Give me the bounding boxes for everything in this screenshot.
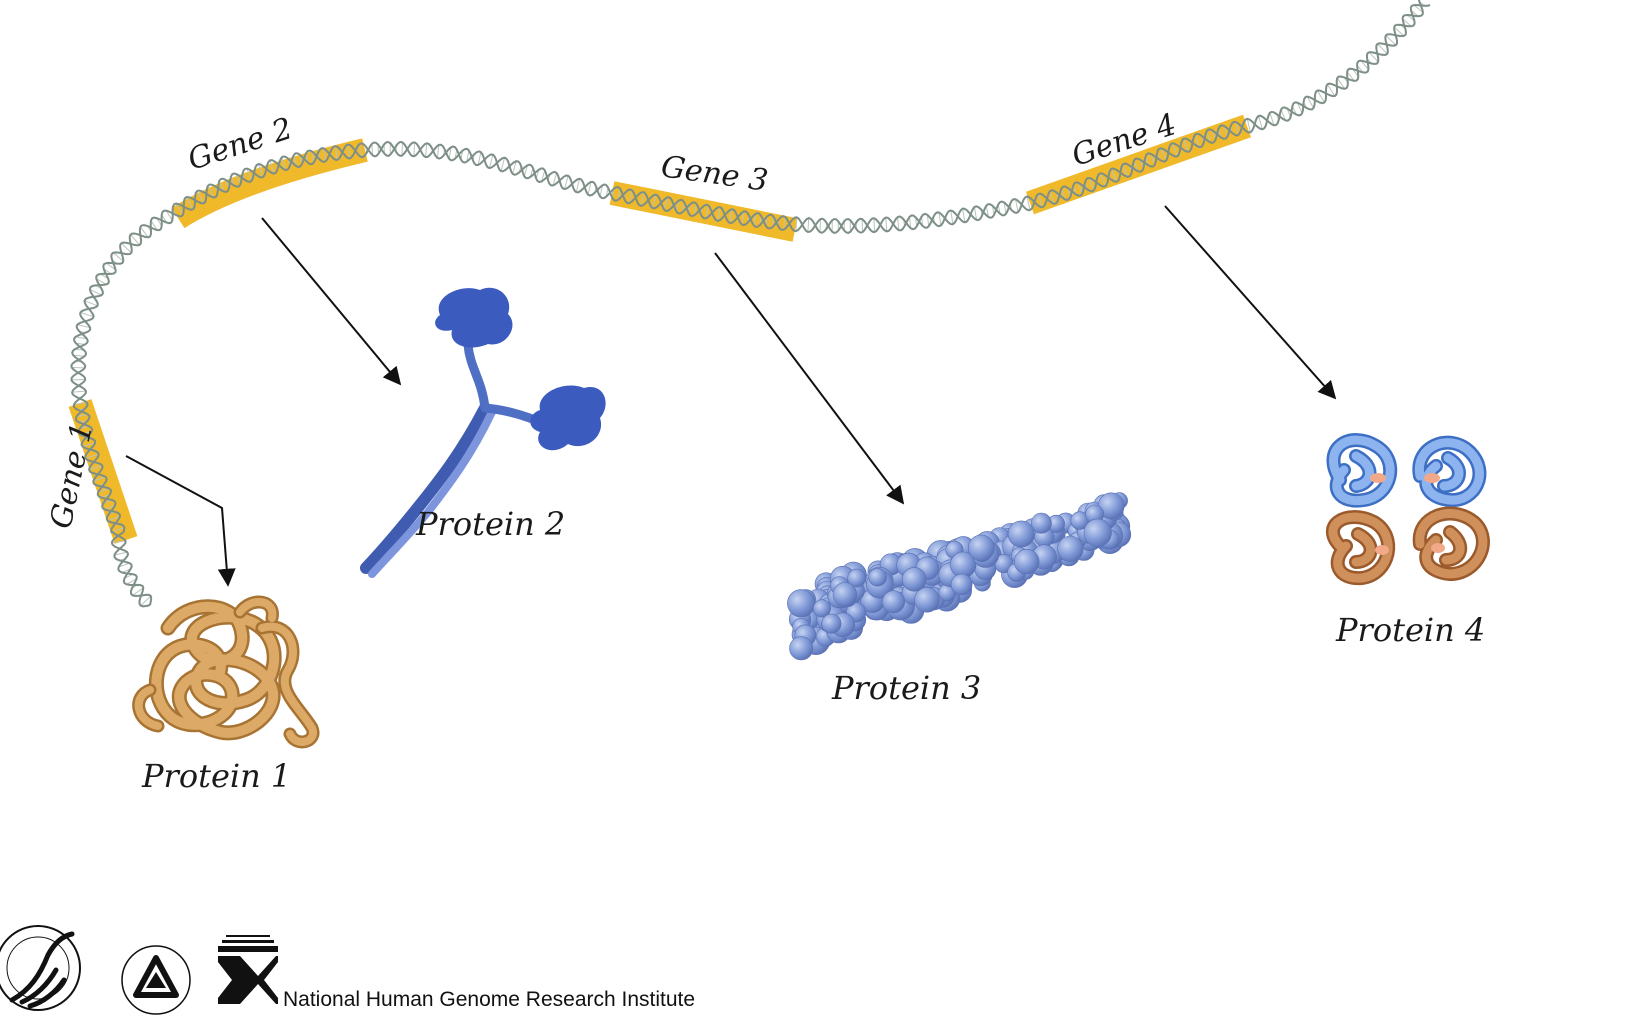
gene-3-highlight [609,181,798,242]
nhgri-logo [218,935,278,1004]
dna-backbone-2 [70,0,1424,608]
protein-1-shape [132,595,320,749]
protein-3-label: Protein 3 [831,669,981,707]
protein-3-atom [914,587,940,613]
protein-3-atom [821,613,842,634]
protein-3-atom [868,568,887,587]
protein-3-atom [1057,535,1084,562]
arrow-gene3-protein3 [714,252,905,505]
protein-4-shape [1326,433,1490,586]
protein-1-label: Protein 1 [141,757,291,795]
gene-4-highlight [1025,114,1252,215]
protein-3-atom [789,636,814,661]
protein-4-label: Protein 4 [1335,611,1485,649]
arrow-gene2-protein2 [261,217,402,386]
protein-3-atom [901,567,927,592]
nhgri-name: National Human Genome Research Institute [283,988,696,1011]
protein-3-atom [812,599,831,618]
protein-3-atom [832,582,858,607]
protein-3-atom [1031,512,1052,534]
protein-3-atom [1083,518,1112,547]
protein-3-shape [787,492,1132,661]
protein-3-atom [1007,520,1035,548]
protein-3-atom [1013,548,1040,575]
gene-3-label: Gene 3 [659,149,770,199]
nih-logo [121,945,191,1015]
protein-3-atom [847,568,866,588]
protein-2-shape [360,287,606,578]
dna-backbone-1 [70,3,1431,606]
protein-3-atom [950,573,973,596]
protein-3-atom [881,590,905,614]
protein-3-atom [787,589,816,618]
dna-base-pairs [71,1,1425,606]
arrow-gene4-protein4 [1164,205,1337,400]
dna-strand [70,0,1431,608]
protein-2-label: Protein 2 [415,505,565,543]
arrow-gene1-protein1 [125,455,236,587]
hhs-seal [0,925,81,1011]
arrows [125,205,1337,587]
protein-3-atom [967,534,995,562]
gene-1-label: Gene 1 [44,419,101,531]
